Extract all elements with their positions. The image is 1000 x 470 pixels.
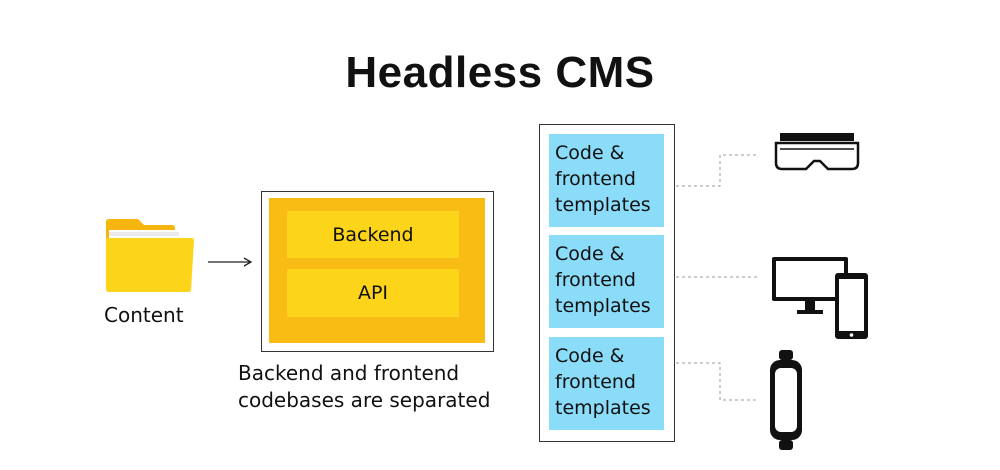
caption-line: Backend and frontend <box>238 361 460 385</box>
template-block: Code & frontend templates <box>549 134 664 227</box>
separation-caption: Backend and frontend codebases are separ… <box>238 360 490 414</box>
backend-frame <box>261 191 494 352</box>
connector-line <box>676 362 758 401</box>
template-line: frontend <box>555 168 636 190</box>
template-line: templates <box>555 295 651 317</box>
template-line: Code & <box>555 345 625 367</box>
template-line: Code & <box>555 243 625 265</box>
vr-headset-icon <box>774 133 860 171</box>
template-line: templates <box>555 194 651 216</box>
api-layer: API <box>287 269 459 317</box>
template-line: Code & <box>555 142 625 164</box>
desktop-and-phone-icon <box>772 257 868 339</box>
template-line: frontend <box>555 269 636 291</box>
template-block: Code & frontend templates <box>549 235 664 328</box>
diagram-title: Headless CMS <box>345 48 655 97</box>
content-label: Content <box>104 303 184 327</box>
folder-icon <box>106 219 194 292</box>
template-line: templates <box>555 397 651 419</box>
arrow-right-icon <box>208 257 253 267</box>
frontend-frame <box>539 124 675 442</box>
template-block: Code & frontend templates <box>549 337 664 430</box>
template-line: frontend <box>555 371 636 393</box>
wearable-device-icon <box>770 350 802 450</box>
connector-line <box>676 154 758 187</box>
caption-line: codebases are separated <box>238 388 491 412</box>
backend-layer: Backend <box>287 211 459 258</box>
